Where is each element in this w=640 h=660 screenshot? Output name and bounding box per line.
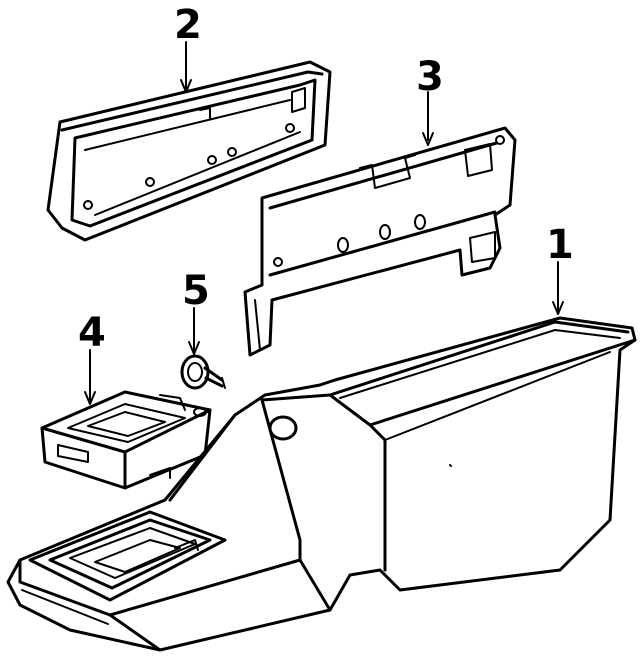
arrow-head-1	[552, 301, 564, 315]
leader-lines	[84, 41, 564, 405]
callout-5: 5	[182, 268, 210, 314]
callout-3: 3	[416, 54, 444, 100]
callout-1: 1	[546, 222, 574, 268]
callout-2: 2	[174, 2, 202, 48]
arrow-head-2	[180, 79, 192, 93]
callout-4: 4	[78, 310, 106, 356]
arrow-head-4	[84, 391, 96, 405]
lid-backing-plate-part	[243, 126, 517, 357]
console-body-part	[6, 316, 637, 652]
arrow-head-5	[188, 341, 200, 355]
armrest-lid-part	[46, 60, 332, 242]
screw-part	[180, 354, 226, 390]
arrow-head-3	[422, 132, 434, 146]
